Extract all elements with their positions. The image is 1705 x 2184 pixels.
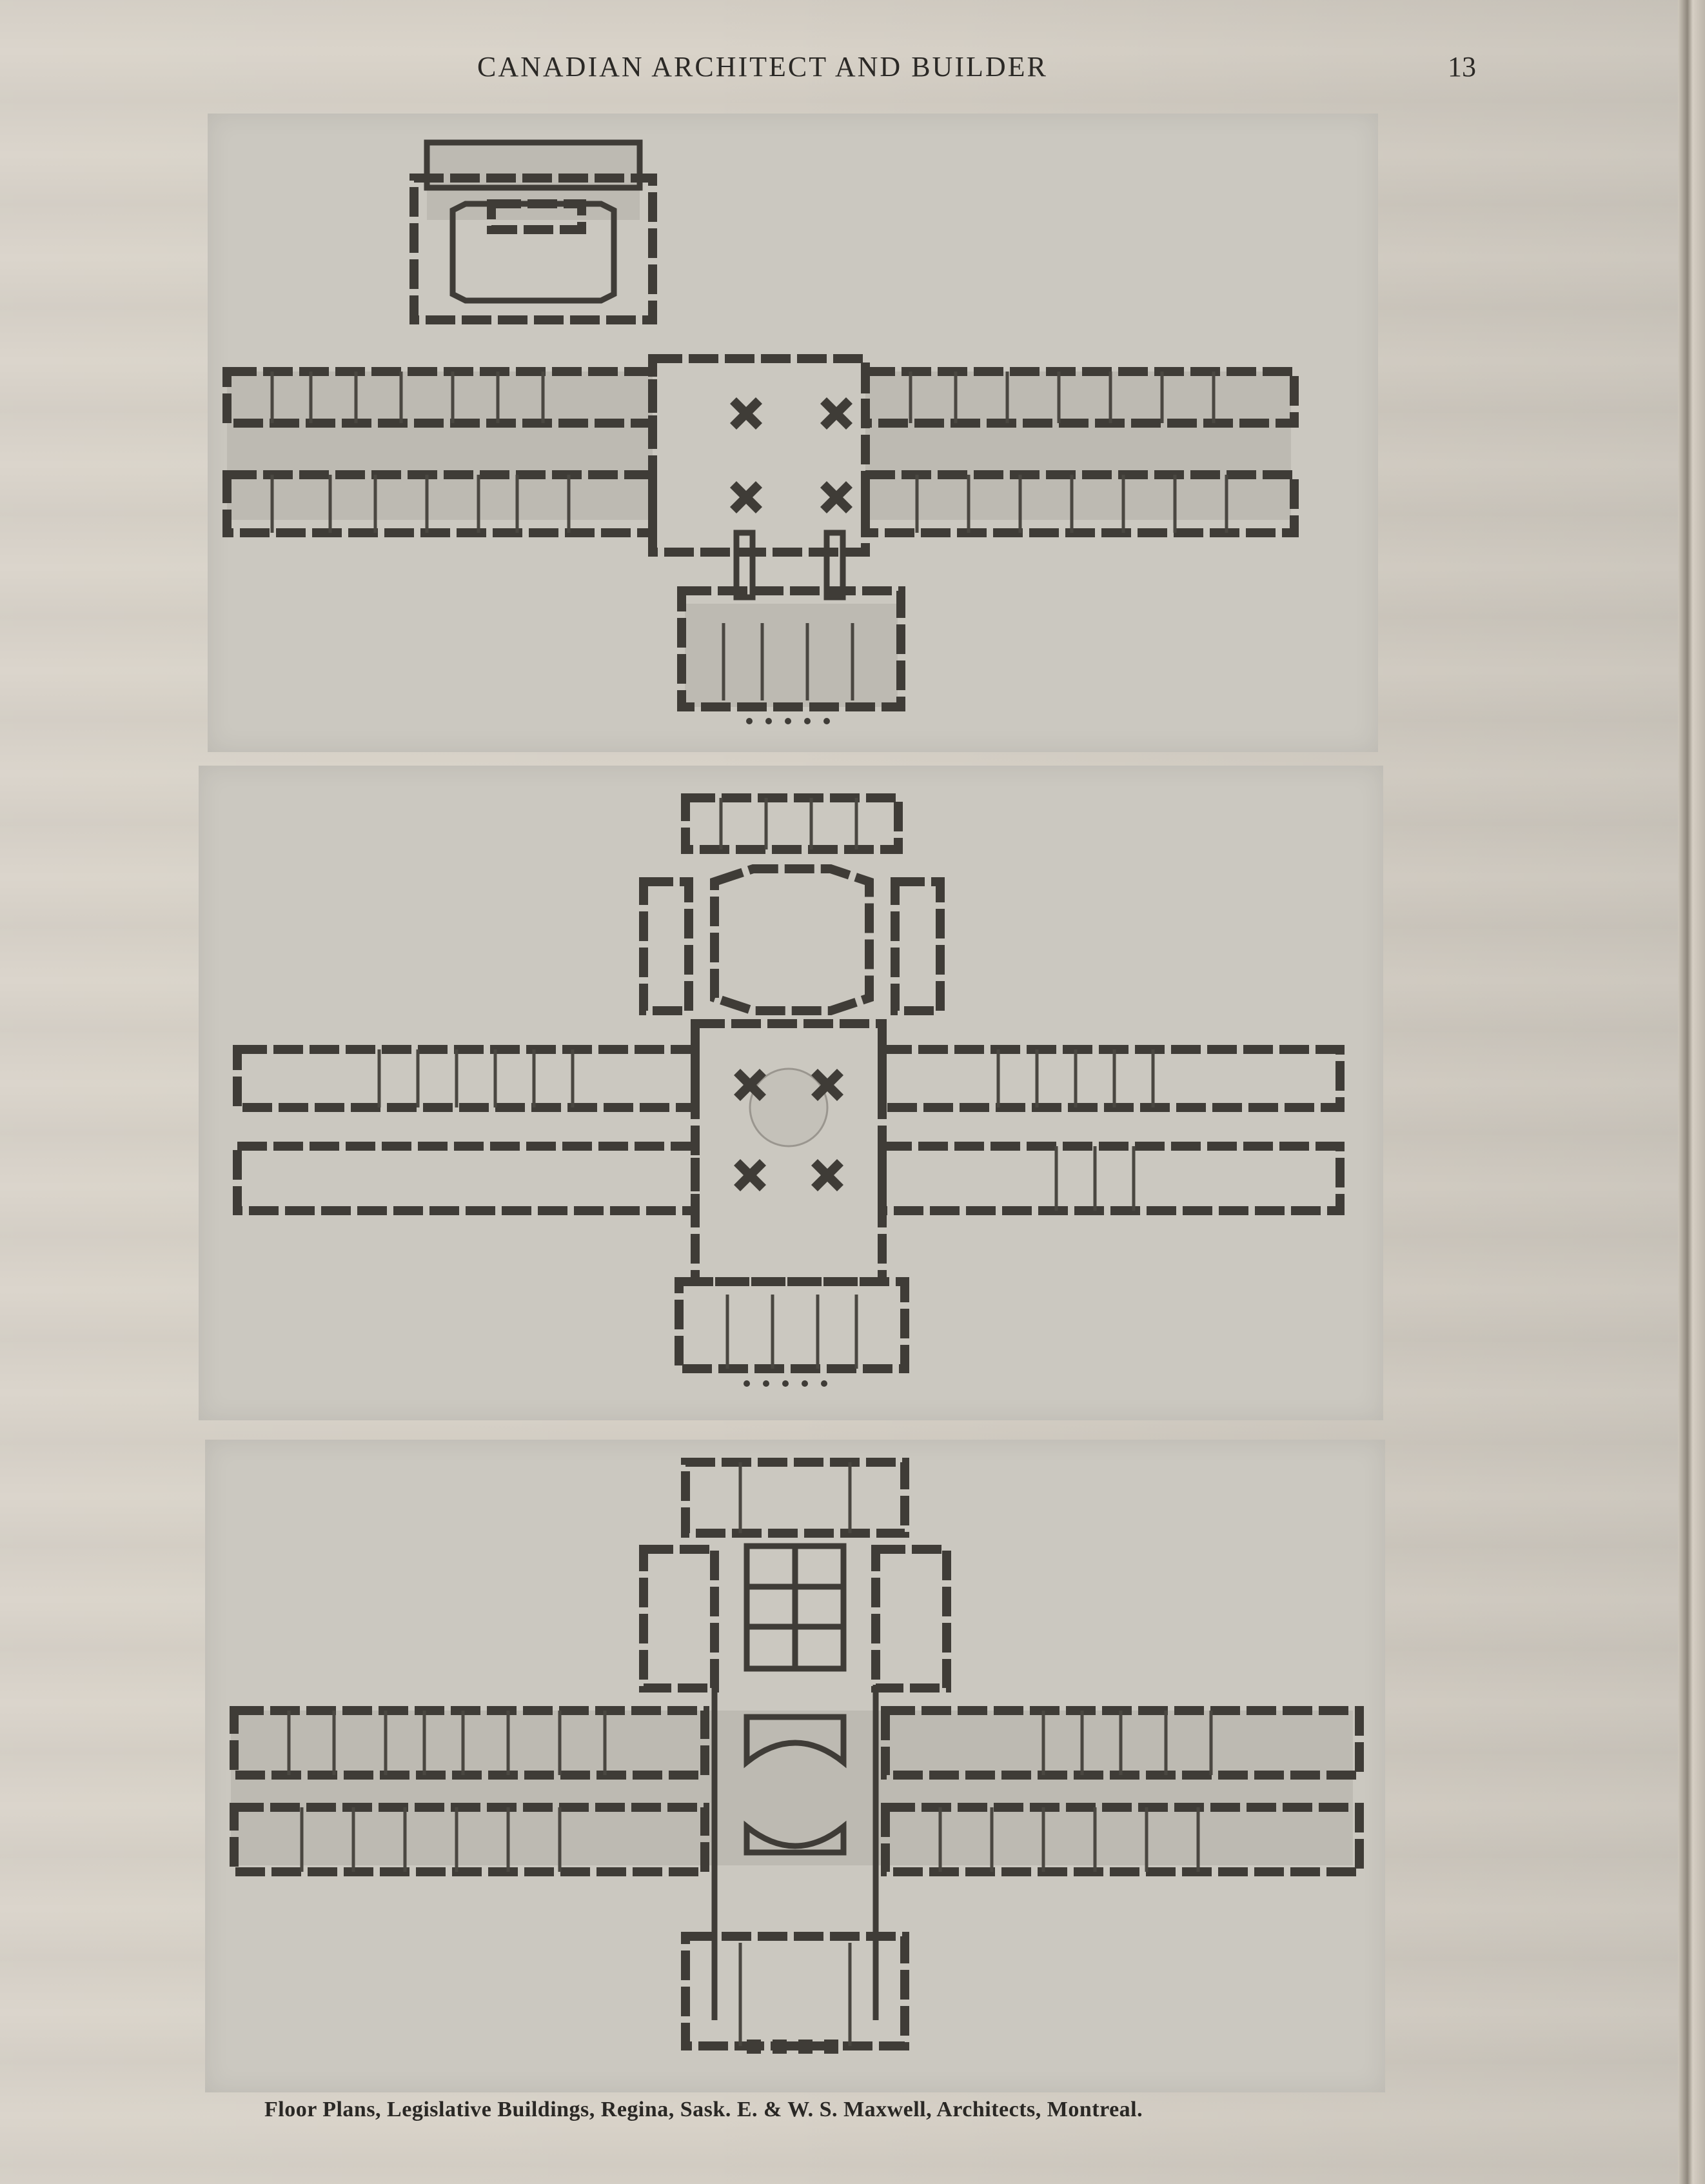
floor-plan-plate-2 bbox=[199, 766, 1383, 1420]
book-gutter bbox=[1678, 0, 1705, 2184]
figure-caption: Floor Plans, Legislative Buildings, Regi… bbox=[264, 2098, 1143, 2121]
page-number: 13 bbox=[1448, 51, 1476, 83]
floor-plan-plate-1 bbox=[208, 114, 1378, 752]
floor-plan-drawing-2 bbox=[233, 793, 1345, 1387]
floor-plan-drawing-1 bbox=[222, 139, 1299, 724]
floor-plan-drawing-3 bbox=[230, 1458, 1364, 2054]
floor-plan-plate-3 bbox=[205, 1440, 1385, 2092]
running-head: CANADIAN ARCHITECT AND BUILDER bbox=[477, 51, 1048, 83]
